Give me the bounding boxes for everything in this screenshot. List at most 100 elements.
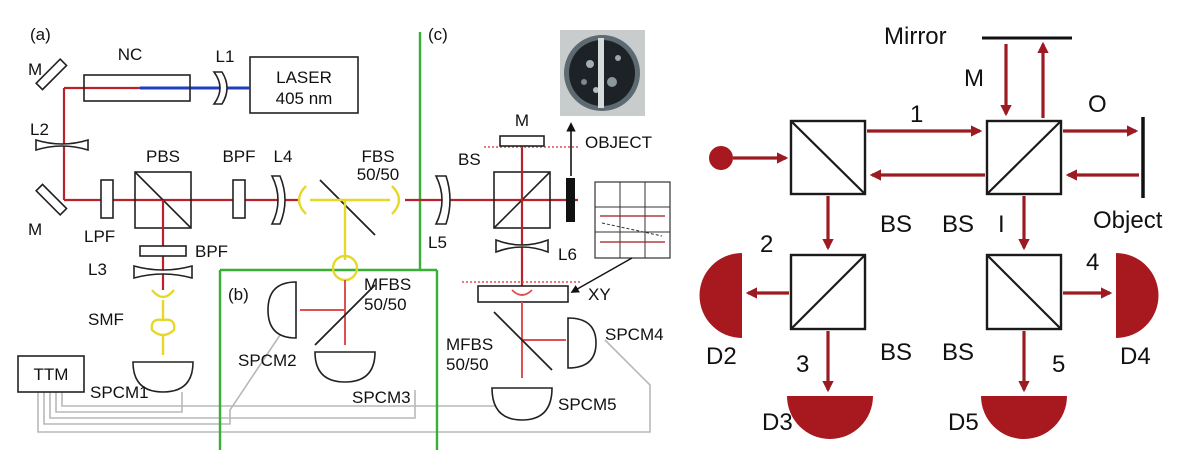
mfbs-c-splitter: [493, 311, 553, 371]
spcm2-label: SPCM2: [238, 351, 297, 370]
spcm2-detector: [267, 281, 297, 339]
bs-c-label: BS: [458, 150, 481, 169]
detector-d2: [699, 253, 742, 338]
o-label: O: [1088, 91, 1107, 118]
mfbs-b-beams: [300, 280, 346, 345]
smf-fiber: [150, 289, 176, 355]
xy-label: XY: [588, 285, 611, 304]
m-c-label: M: [515, 111, 529, 130]
i-label: I: [998, 211, 1005, 238]
d3-label: D3: [762, 409, 793, 436]
d4-label: D4: [1120, 343, 1151, 370]
detector-d3: [787, 396, 873, 439]
bs-bottom-left-label: BS: [880, 339, 912, 366]
m-label: M: [964, 65, 984, 92]
nonlinear-crystal: [83, 74, 191, 102]
mfbs-c-ratio-label: 50/50: [446, 355, 489, 374]
fbs-splitter: [319, 179, 376, 236]
laser-label: LASER: [276, 68, 332, 87]
l6-label: L6: [558, 245, 577, 264]
object-label: OBJECT: [585, 133, 652, 152]
lpf: [100, 179, 114, 219]
bs-mid-label: BS: [942, 211, 974, 238]
smf-label: SMF: [88, 310, 124, 329]
mirror-mid: [35, 183, 68, 216]
mfbs-c-beams: [521, 302, 566, 378]
xy-scan-grid: [594, 181, 671, 259]
object-slide: [566, 178, 575, 222]
l3-label: L3: [88, 260, 107, 279]
lpf-label: LPF: [84, 227, 115, 246]
panel-label-a: (a): [30, 25, 51, 44]
ttm-cables: [37, 319, 651, 433]
path-4-label: 4: [1086, 249, 1099, 276]
spcm5-detector: [491, 387, 553, 421]
bpf-right: [232, 179, 246, 219]
lens-l1: [212, 71, 228, 105]
lens-l5: [434, 175, 451, 225]
spcm3-detector: [314, 351, 376, 383]
path-1-label: 1: [910, 101, 923, 128]
xy-fiber-coupler: [511, 289, 533, 296]
bs-bottom-left-diagonal: [790, 254, 866, 330]
mirror-top: [35, 58, 68, 91]
fbs-fiber-couplers: [297, 185, 401, 215]
bs-bottom-right-diagonal: [986, 254, 1062, 330]
spcm4-detector: [567, 317, 597, 369]
spcm1-label: SPCM1: [90, 383, 149, 402]
laser-wavelength-label: 405 nm: [276, 89, 333, 108]
spcm5-label: SPCM5: [558, 395, 617, 414]
fbs-label: FBS: [361, 147, 394, 166]
fbs-yellow-lines: [310, 198, 390, 260]
mirror-c: [499, 135, 545, 147]
l4-label: L4: [274, 147, 293, 166]
lens-l3: [133, 264, 193, 280]
lens-l2: [35, 138, 89, 152]
path-3-label: 3: [796, 351, 809, 378]
m-top-label: M: [28, 60, 42, 79]
bs-left-diagonal: [790, 120, 866, 195]
detector-d4: [1116, 253, 1159, 338]
panel-label-c: (c): [428, 25, 448, 44]
lens-l4: [270, 175, 286, 225]
photon-source: [709, 146, 733, 170]
bs-mid-diagonal: [986, 120, 1062, 195]
laser-box: [249, 56, 359, 114]
l2-label: L2: [30, 120, 49, 139]
right-interferometer-diagram: Mirror M BS BS 1 O Object I 2 BS: [699, 23, 1163, 439]
mfbs-b-label: MFBS: [364, 275, 411, 294]
l5-label: L5: [428, 233, 447, 252]
path-2-label: 2: [760, 231, 773, 258]
nc-label: NC: [118, 45, 143, 64]
l1-label: L1: [216, 47, 235, 66]
bs-bottom-right-label: BS: [942, 339, 974, 366]
spcm3-label: SPCM3: [352, 388, 411, 407]
object-image: [560, 30, 645, 116]
bpf-right-label: BPF: [222, 147, 255, 166]
detector-d5: [981, 396, 1067, 439]
mfbs-b-splitter: [314, 284, 376, 346]
lens-l6: [495, 238, 549, 254]
fbs-ratio-label: 50/50: [357, 165, 400, 184]
mfbs-c-label: MFBS: [446, 335, 493, 354]
ttm-box: [17, 355, 85, 393]
spcm1-detector: [132, 361, 194, 393]
mirror-label: Mirror: [884, 23, 947, 50]
m-mid-label: M: [28, 220, 42, 239]
bs-left-label: BS: [880, 211, 912, 238]
left-setup-schematic: LASER 405 nm NC L1 M L2 M LPF PBS BPF L4…: [17, 25, 671, 450]
bpf-below: [139, 245, 187, 257]
ttm-label: TTM: [34, 365, 69, 384]
pbs-label: PBS: [146, 147, 180, 166]
d2-label: D2: [706, 343, 737, 370]
bpf-below-label: BPF: [195, 242, 228, 261]
panel-label-b: (b): [228, 285, 249, 304]
path-5-label: 5: [1052, 351, 1065, 378]
mfbs-b-ratio-label: 50/50: [364, 295, 407, 314]
d5-label: D5: [948, 409, 979, 436]
spcm4-label: SPCM4: [605, 325, 664, 344]
object-label-right: Object: [1093, 207, 1163, 234]
xy-pointer: [570, 257, 633, 293]
panel-b-boundary: [218, 32, 439, 450]
